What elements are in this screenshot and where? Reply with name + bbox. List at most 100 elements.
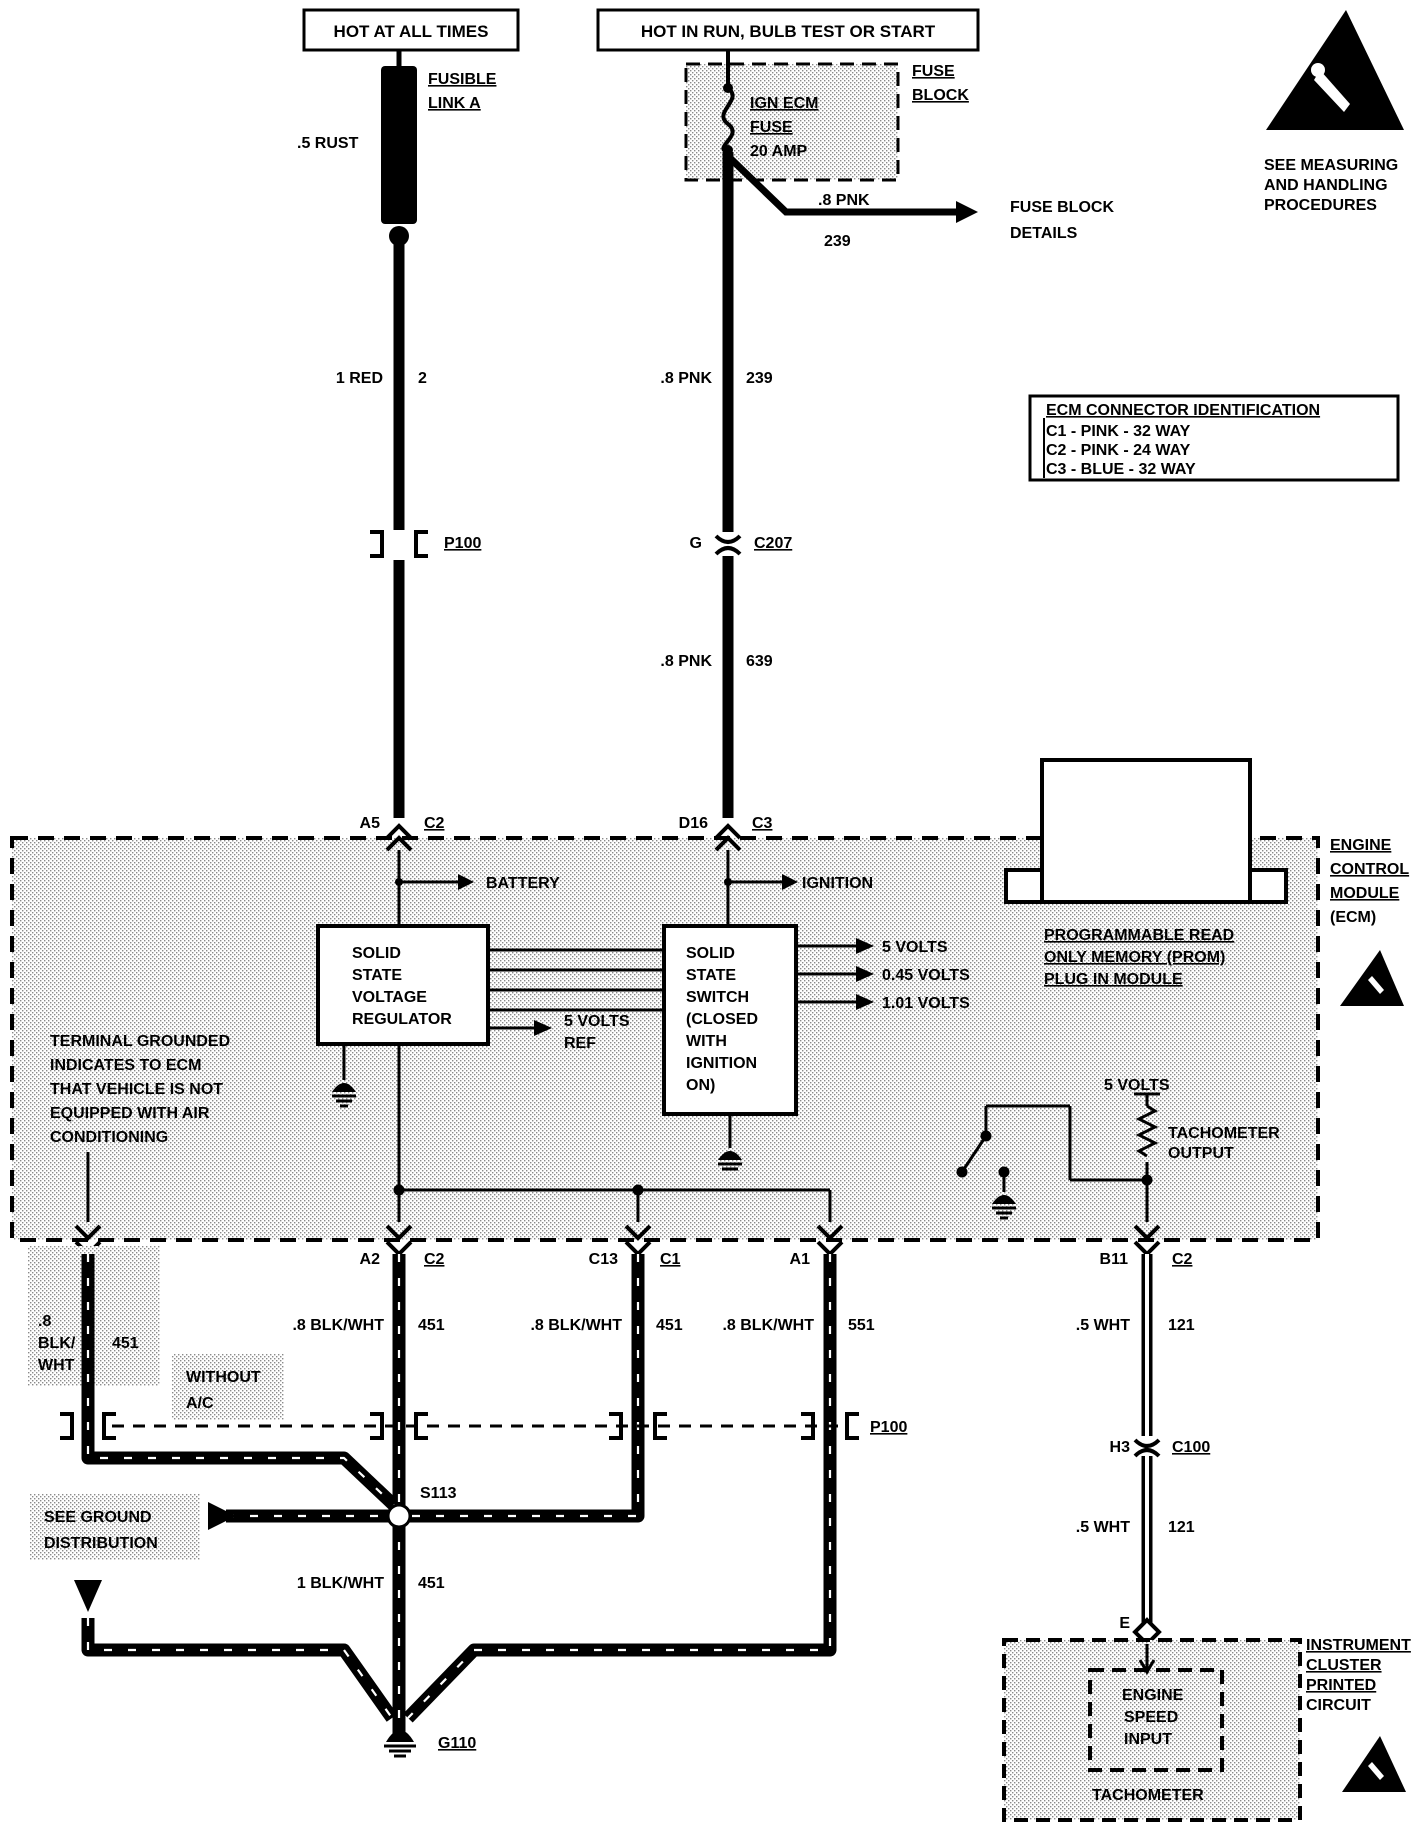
wht-wire-size: .5 WHT: [1076, 1317, 1130, 1334]
a5-c2-label: C2: [424, 815, 445, 832]
ground-distribution-arrow: [74, 1502, 236, 1612]
ground-wires: [81, 1254, 837, 1740]
output-5v-label: 5 VOLTS: [882, 939, 948, 956]
voltage-regulator: [316, 924, 490, 1046]
cluster-input-2: SPEED: [1124, 1709, 1178, 1726]
cluster-title-4: CIRCUIT: [1306, 1697, 1371, 1714]
battery-feed: [395, 850, 474, 925]
p100-bottom-connector: [60, 1412, 859, 1440]
regulator-line-3: VOLTAGE: [352, 989, 427, 1006]
output-045v-label: 0.45 VOLTS: [882, 967, 970, 984]
fuse-block-branch-wire: [727, 155, 978, 223]
hot-in-run-box: HOT IN RUN, BULB TEST OR START: [596, 8, 980, 52]
switch-line-3: SWITCH: [686, 989, 749, 1006]
ecm-id-title: ECM CONNECTOR IDENTIFICATION: [1046, 402, 1320, 419]
d16-connector: [714, 823, 742, 852]
hot-at-all-times-box: HOT AT ALL TIMES: [302, 8, 520, 52]
prom-label-2: ONLY MEMORY (PROM): [1044, 949, 1225, 966]
ground-wire-size: 1 BLK/WHT: [297, 1575, 384, 1592]
ground-dist-line-2: DISTRIBUTION: [44, 1535, 158, 1552]
battery-label: BATTERY: [486, 875, 560, 892]
prom-chip: [1004, 758, 1288, 904]
esd-top-line-3: PROCEDURES: [1264, 197, 1377, 214]
fuse-block-title-2: BLOCK: [912, 87, 969, 104]
red-wire-circuit: 2: [418, 370, 427, 387]
switch-line-4: (CLOSED: [686, 1011, 758, 1028]
switch-line-5: WITH: [686, 1033, 727, 1050]
cluster-title-2: CLUSTER: [1306, 1657, 1382, 1674]
esd-warning-icon-ecm: [1340, 950, 1404, 1006]
c100-pin-label: H3: [1110, 1439, 1131, 1456]
cluster-input-3: INPUT: [1124, 1731, 1172, 1748]
c207-label: C207: [754, 535, 792, 552]
ground-wire-circuit: 451: [418, 1575, 445, 1592]
ecm-id-c3: C3 - BLUE - 32 WAY: [1046, 461, 1196, 478]
regulator-ground: [332, 1044, 356, 1108]
cluster-title-3: PRINTED: [1306, 1677, 1376, 1694]
hot-in-run-label: HOT IN RUN, BULB TEST OR START: [641, 22, 936, 41]
blk-c13-circuit: 451: [656, 1317, 683, 1334]
red-wire-size: 1 RED: [336, 370, 383, 387]
without-ac-line-1: WITHOUT: [186, 1369, 261, 1386]
b5-size-3: WHT: [38, 1357, 75, 1374]
wht-wire-circuit: 121: [1168, 1317, 1195, 1334]
d16-label: D16: [679, 815, 708, 832]
c100-connector: [1133, 1438, 1161, 1458]
s113-label: S113: [420, 1485, 457, 1502]
switch-ground: [718, 1114, 742, 1171]
ac-note-line-2: INDICATES TO ECM: [50, 1057, 201, 1074]
c100-label: C100: [1172, 1439, 1210, 1456]
tach-output-label-2: OUTPUT: [1168, 1145, 1234, 1162]
blk-a2-circuit: 451: [418, 1317, 445, 1334]
ac-note-line-3: THAT VEHICLE IS NOT: [50, 1081, 223, 1098]
ignition-label: IGNITION: [802, 875, 873, 892]
tach-ground: [992, 1195, 1016, 1220]
fusible-link-wire-label: .5 RUST: [297, 135, 359, 152]
instrument-cluster: [1002, 1638, 1302, 1822]
g110-label: G110: [438, 1735, 476, 1752]
prom-label-3: PLUG IN MODULE: [1044, 971, 1183, 988]
cluster-tachometer-label: TACHOMETER: [1092, 1787, 1204, 1804]
b11-label: B11: [1100, 1251, 1129, 1268]
p100-bottom-label: P100: [870, 1419, 907, 1436]
tach-output-label-1: TACHOMETER: [1168, 1125, 1280, 1142]
b5-circuit: 451: [112, 1335, 139, 1352]
d16-c3-label: C3: [752, 815, 773, 832]
branch-wire-size: .8 PNK: [818, 192, 870, 209]
tach-5v-label: 5 VOLTS: [1104, 1077, 1170, 1094]
switch-outputs: [796, 938, 874, 1010]
regulator-line-2: STATE: [352, 967, 402, 984]
b5-size-2: BLK/: [38, 1335, 76, 1352]
blk-a1-size: .8 BLK/WHT: [722, 1317, 814, 1334]
fuse-name-2: FUSE: [750, 119, 793, 136]
fuse-block-details-2: DETAILS: [1010, 225, 1078, 242]
regulator-line-1: SOLID: [352, 945, 401, 962]
b11-c2-label: C2: [1172, 1251, 1193, 1268]
fusible-link-a: [381, 50, 417, 246]
esd-top-line-1: SEE MEASURING: [1264, 157, 1398, 174]
ac-note-line-5: CONDITIONING: [50, 1129, 168, 1146]
fuse-name-1: IGN ECM: [750, 95, 818, 112]
a2-label: A2: [360, 1251, 381, 1268]
fusible-link-label-2: LINK A: [428, 95, 481, 112]
pnk-wire-circuit: 239: [746, 370, 773, 387]
ac-note-line-4: EQUIPPED WITH AIR: [50, 1105, 210, 1122]
esd-warning-icon-top: [1266, 10, 1404, 130]
cluster-title-1: INSTRUMENT: [1306, 1637, 1411, 1654]
b5-size-1: .8: [38, 1313, 51, 1330]
c13-label: C13: [589, 1251, 618, 1268]
pnk2-wire-size: .8 PNK: [660, 653, 712, 670]
e-pin-label: E: [1119, 1615, 1130, 1632]
p100-top-connector: [370, 530, 428, 558]
fuse-block: [684, 62, 900, 182]
a1-label: A1: [790, 1251, 811, 1268]
fuse-block-title-1: FUSE: [912, 63, 955, 80]
prom-label-1: PROGRAMMABLE READ: [1044, 927, 1234, 944]
without-ac-box: [172, 1354, 284, 1420]
blk-a2-size: .8 BLK/WHT: [292, 1317, 384, 1334]
a5-label: A5: [360, 815, 381, 832]
a2-c2-label: C2: [424, 1251, 445, 1268]
cluster-input-1: ENGINE: [1122, 1687, 1184, 1704]
switch-line-7: ON): [686, 1077, 715, 1094]
